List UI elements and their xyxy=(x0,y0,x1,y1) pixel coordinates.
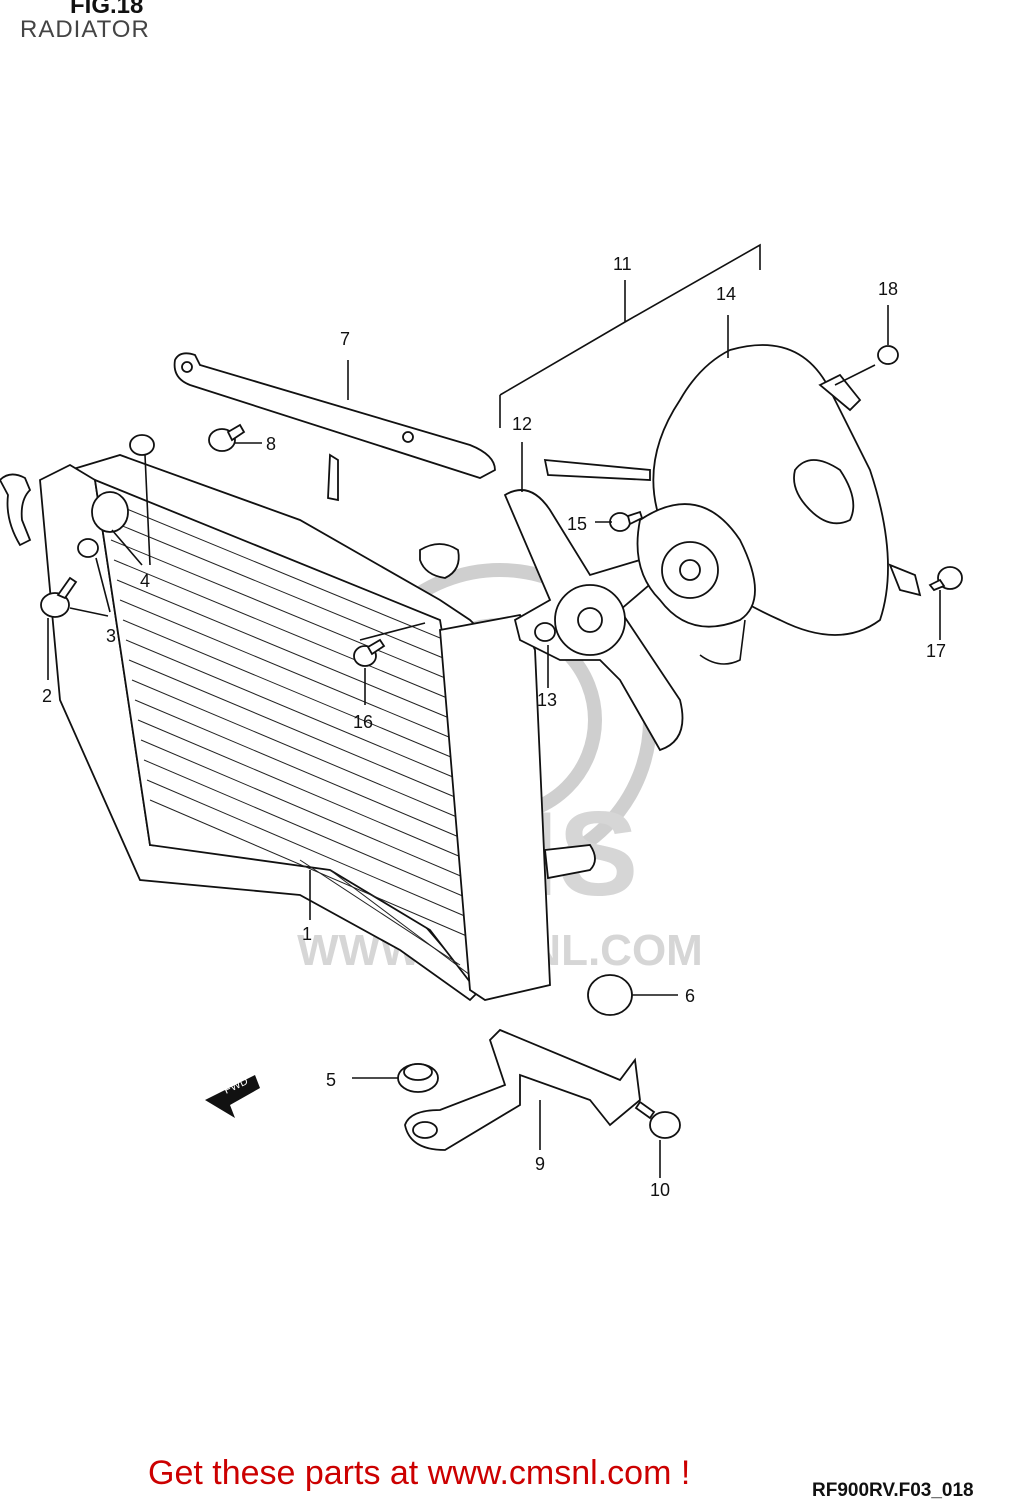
callout-9: 9 xyxy=(535,1154,545,1174)
collar-3[interactable] xyxy=(77,538,99,558)
callout-4: 4 xyxy=(140,571,150,591)
bolt-2[interactable] xyxy=(40,576,78,618)
diagram-code: RF900RV.F03_018 xyxy=(812,1480,974,1501)
callout-13: 13 xyxy=(537,690,557,710)
grommet-5[interactable] xyxy=(397,1063,439,1093)
diagram-title: RADIATOR xyxy=(20,16,150,43)
buy-parts-link[interactable]: Get these parts at www.cmsnl.com ! xyxy=(148,1454,691,1492)
callout-5: 5 xyxy=(326,1070,336,1090)
callout-17: 17 xyxy=(926,641,946,661)
leader-lines xyxy=(47,243,941,1178)
figure-number: FIG.18 xyxy=(70,0,144,19)
nut-18[interactable] xyxy=(877,345,899,365)
bracket-9[interactable] xyxy=(404,1028,641,1151)
callout-3: 3 xyxy=(106,626,116,646)
bolt-17[interactable] xyxy=(928,566,963,592)
cushion-4[interactable] xyxy=(91,434,155,533)
callout-15: 15 xyxy=(567,514,587,534)
callout-8: 8 xyxy=(266,434,276,454)
screw-15[interactable] xyxy=(609,510,644,532)
callout-10: 10 xyxy=(650,1180,670,1200)
forward-direction-arrow: FWD xyxy=(205,1075,260,1118)
callout-2: 2 xyxy=(42,686,52,706)
callout-12: 12 xyxy=(512,414,532,434)
bolt-13[interactable] xyxy=(534,622,556,642)
radiator-fins xyxy=(104,499,477,976)
callout-1: 1 xyxy=(302,924,312,944)
callout-7: 7 xyxy=(340,329,350,349)
callout-16: 16 xyxy=(353,712,373,732)
callout-11: 11 xyxy=(613,254,632,274)
bolt-16[interactable] xyxy=(353,638,386,667)
bracket-7[interactable] xyxy=(173,352,496,479)
fan-shroud-14[interactable] xyxy=(543,344,922,636)
cushion-6[interactable] xyxy=(587,974,633,1016)
callout-14: 14 xyxy=(716,284,736,304)
radiator-core[interactable] xyxy=(0,453,596,1002)
bolt-8[interactable] xyxy=(208,423,246,452)
bolt-10[interactable] xyxy=(634,1100,681,1139)
callout-numbers: 1 2 3 4 5 6 7 8 9 10 11 12 13 14 15 16 1… xyxy=(42,254,946,1200)
fan-motor[interactable] xyxy=(636,503,756,665)
callout-6: 6 xyxy=(685,986,695,1006)
callout-18: 18 xyxy=(878,279,898,299)
